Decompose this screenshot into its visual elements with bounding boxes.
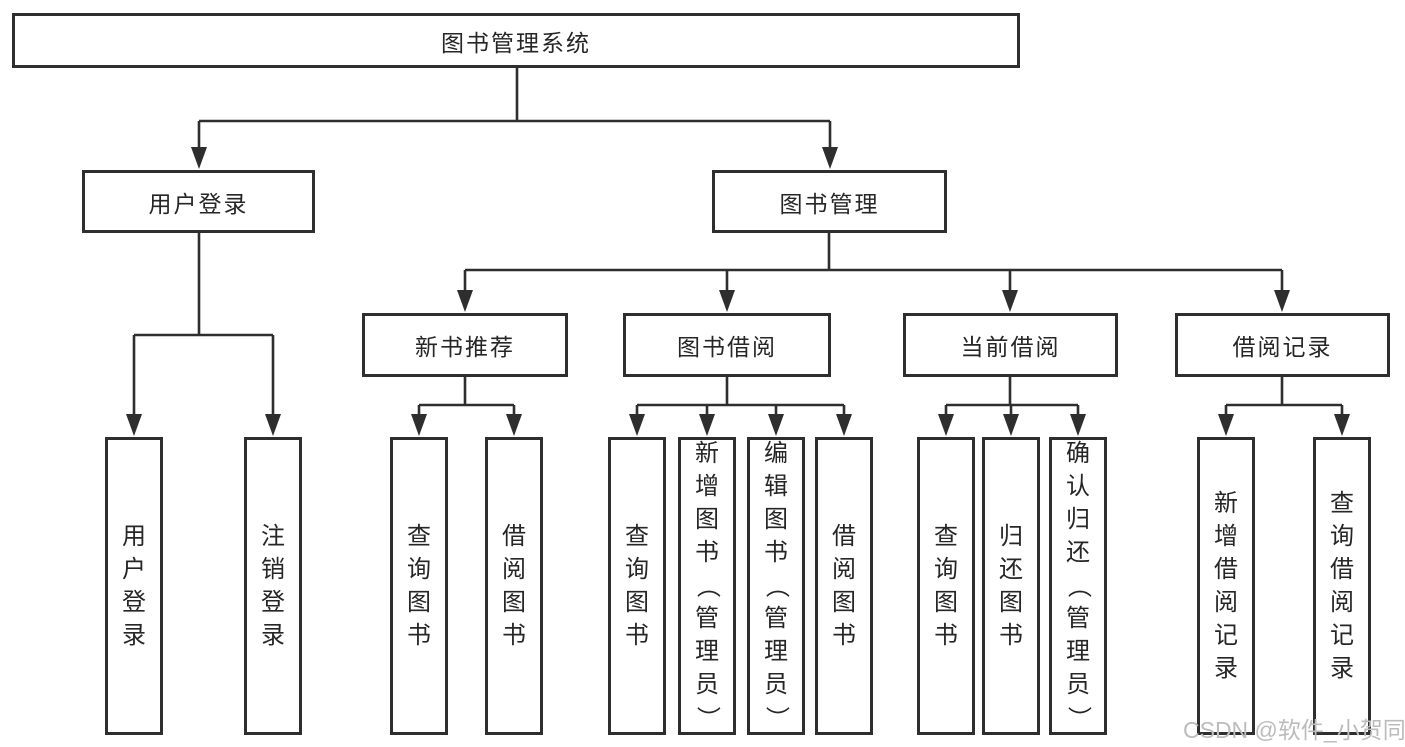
leaf-label: 查询借阅记录: [1330, 489, 1354, 682]
leaf-logout: 注销登录: [244, 437, 302, 735]
node-label: 新书推荐: [415, 334, 515, 360]
leaf-label: 查询图书: [934, 522, 958, 649]
node-label: 当前借阅: [960, 334, 1061, 360]
leaf-label: 查询图书: [407, 522, 431, 649]
leaf-query-books-current: 查询图书: [917, 437, 975, 735]
node-label: 图书借阅: [677, 334, 777, 360]
leaf-label: 借阅图书: [832, 522, 856, 649]
leaf-query-books-borrow: 查询图书: [608, 437, 666, 735]
leaf-label: 新增图书（管理员）: [694, 440, 721, 731]
leaf-label: 注销登录: [261, 522, 285, 649]
node-label: 图书管理系统: [441, 29, 591, 56]
node-label: 用户登录: [148, 190, 249, 217]
leaf-user-login: 用户登录: [105, 437, 163, 735]
node-book-borrow: 图书借阅: [623, 313, 831, 377]
connector-login-to-leaves: [126, 232, 281, 436]
node-new-book-recommend: 新书推荐: [362, 313, 568, 377]
leaf-label: 编辑图书（管理员）: [763, 440, 790, 731]
leaf-add-books-admin: 新增图书（管理员）: [678, 437, 736, 735]
connector-records-to-leaves: [1218, 376, 1350, 436]
connector-root-to-level2: [191, 66, 838, 169]
leaf-confirm-return-admin: 确认归还（管理员）: [1049, 437, 1107, 735]
leaf-return-books: 归还图书: [982, 437, 1040, 735]
node-library-management-system: 图书管理系统: [12, 13, 1020, 68]
leaf-borrow-books-recommend: 借阅图书: [485, 437, 543, 735]
leaf-label: 用户登录: [122, 522, 146, 649]
leaf-add-borrow-record: 新增借阅记录: [1197, 437, 1255, 735]
node-borrow-records: 借阅记录: [1175, 313, 1390, 377]
connector-current-to-leaves: [938, 376, 1086, 436]
connector-recommend-to-leaves: [411, 376, 522, 436]
leaf-label: 归还图书: [999, 522, 1023, 649]
connector-management-to-level3: [457, 232, 1290, 312]
node-user-login: 用户登录: [82, 170, 315, 233]
leaf-edit-books-admin: 编辑图书（管理员）: [747, 437, 805, 735]
csdn-watermark: CSDN @软件_小贺同学: [1183, 717, 1405, 743]
node-current-borrow: 当前借阅: [903, 313, 1118, 377]
node-label: 借阅记录: [1232, 334, 1333, 360]
node-label: 图书管理: [779, 190, 880, 217]
leaf-query-borrow-record: 查询借阅记录: [1313, 437, 1371, 735]
leaf-label: 新增借阅记录: [1214, 489, 1238, 682]
leaf-label: 确认归还（管理员）: [1065, 440, 1092, 731]
leaf-label: 借阅图书: [502, 522, 526, 649]
connector-borrow-to-leaves: [629, 376, 852, 436]
leaf-label: 查询图书: [625, 522, 649, 649]
node-book-management: 图书管理: [712, 170, 947, 233]
leaf-borrow-books: 借阅图书: [815, 437, 873, 735]
leaf-query-books-recommend: 查询图书: [390, 437, 448, 735]
